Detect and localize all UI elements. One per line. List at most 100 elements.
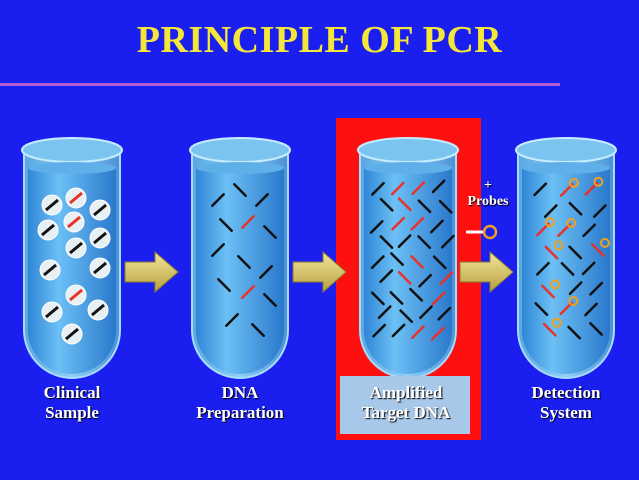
probes-text: Probes [467,194,509,209]
dna-strand [431,291,446,306]
tube-amplified-target-dna [357,137,459,379]
tube-detection-system [515,137,617,379]
probe-marker [593,176,604,187]
dna-strand [589,322,603,336]
step-label-line1: Detection [531,383,601,402]
dna-strand [568,281,583,296]
dna-strand [417,199,432,214]
dna-strand [542,322,557,337]
dna-strand [211,193,225,207]
dna-strand [541,284,555,299]
dna-strand [592,204,607,218]
dna-strand [432,255,447,270]
dna-strand [370,291,385,306]
cell [65,284,87,306]
probes-plus: + [484,178,492,193]
cell [87,299,109,321]
dna-strand [255,193,269,207]
dna-strand [211,243,225,257]
cell [65,187,87,209]
dna-strand [544,245,559,260]
dna-strand [431,179,446,194]
dna-strand [418,273,432,288]
arrow-3 [459,250,514,294]
dna-strand [582,223,597,238]
dna-strands [211,176,610,341]
cell [89,227,111,249]
step-label-dna-preparation: DNA Preparation [170,383,310,423]
cell [89,199,111,221]
dna-strand [241,285,255,299]
dna-strand [390,252,404,267]
dna-strand [589,281,604,296]
cell [63,211,85,233]
highlight-label-box [340,376,470,434]
dna-strand [409,287,424,302]
dna-strand [397,197,412,212]
cell [37,219,59,241]
dna-strand [372,323,387,338]
clinical-cells [37,187,111,345]
dna-strand [391,216,406,231]
dna-strand [259,265,273,279]
dna-strand [543,204,558,219]
probe-marker [566,218,577,228]
step-label-line2: System [540,403,592,422]
cell [61,323,83,345]
dna-strand [369,220,384,234]
slide-title: PRINCIPLE OF PCR [136,19,503,61]
dna-strand [379,235,394,249]
dna-strand [536,261,550,276]
step-label-detection-system: Detection System [496,383,636,423]
dna-strand [399,309,414,324]
dna-strand [567,325,582,340]
dna-strand [533,182,548,197]
arrow-1 [124,250,179,294]
dna-strand [417,235,432,249]
dna-strand [584,302,598,317]
dna-strand [438,199,453,214]
probe-marker [551,317,562,328]
dna-strand [233,183,247,197]
step-label-clinical-sample: Clinical Sample [2,383,142,423]
dna-strand [534,302,549,316]
dna-strand [379,269,394,284]
step-label-line1: DNA [221,383,259,402]
dna-strand [568,245,583,260]
dna-strand [419,305,433,320]
dna-strand [411,325,425,339]
dna-strand [379,197,394,212]
cell [41,301,63,323]
probe-marker [568,177,579,188]
probe-icon [466,224,498,240]
title-divider [0,83,560,86]
step-label-line2: Preparation [196,403,284,422]
dna-strand [237,255,251,269]
probe-marker [550,279,561,290]
cell [65,237,87,259]
dna-strand [391,323,406,338]
dna-strand [397,271,412,285]
dna-strand [397,234,412,249]
cell [41,194,63,216]
dna-strand [263,293,277,307]
dna-strand [241,215,255,229]
dna-strand [430,219,444,234]
step-label-line2: Sample [45,403,99,422]
probes-label: + Probes [456,178,520,210]
dna-strand [251,323,265,337]
dna-strand [371,181,385,196]
probe-marker [545,217,555,228]
dna-strand [437,306,452,321]
dna-strand [581,261,596,276]
dna-strand [225,313,239,327]
tube-dna-preparation [189,137,291,379]
dna-strand [568,201,583,216]
dna-strand [390,181,405,196]
probe-marker [568,296,579,307]
dna-strand [389,291,404,305]
dna-strand [560,262,575,276]
dna-strand [440,234,455,249]
probe-marker [599,237,610,248]
